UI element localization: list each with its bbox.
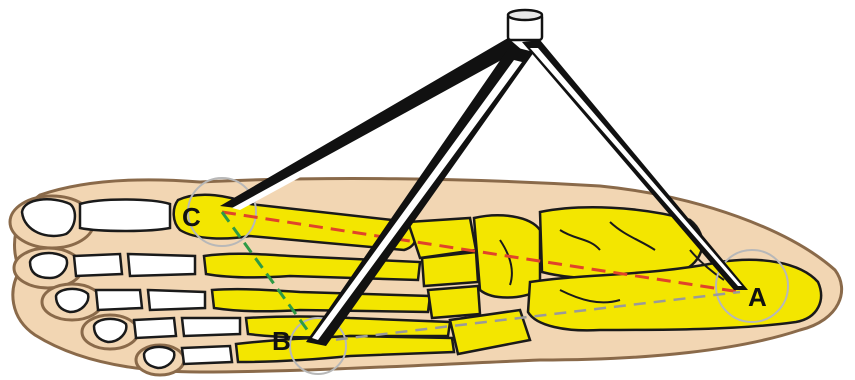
point-label-b: B bbox=[272, 326, 291, 356]
intermediate-cuneiform bbox=[422, 252, 478, 286]
phalanx-3-middle bbox=[96, 290, 142, 310]
phalanx-2-middle bbox=[74, 254, 122, 276]
phalanx-big-toe-proximal bbox=[80, 200, 170, 232]
tripod-head-top bbox=[508, 10, 542, 20]
point-label-c: C bbox=[182, 202, 201, 232]
phalanx-2-proximal bbox=[128, 254, 195, 276]
phalanx-2-distal bbox=[30, 253, 67, 278]
lateral-cuneiform bbox=[428, 286, 480, 318]
phalanx-3-proximal bbox=[148, 290, 205, 310]
point-label-a: A bbox=[748, 282, 767, 312]
phalanx-5-distal bbox=[144, 347, 174, 368]
phalanx-4-proximal bbox=[182, 318, 240, 336]
phalanx-4-middle bbox=[134, 318, 176, 338]
phalanx-5-proximal bbox=[182, 346, 232, 364]
